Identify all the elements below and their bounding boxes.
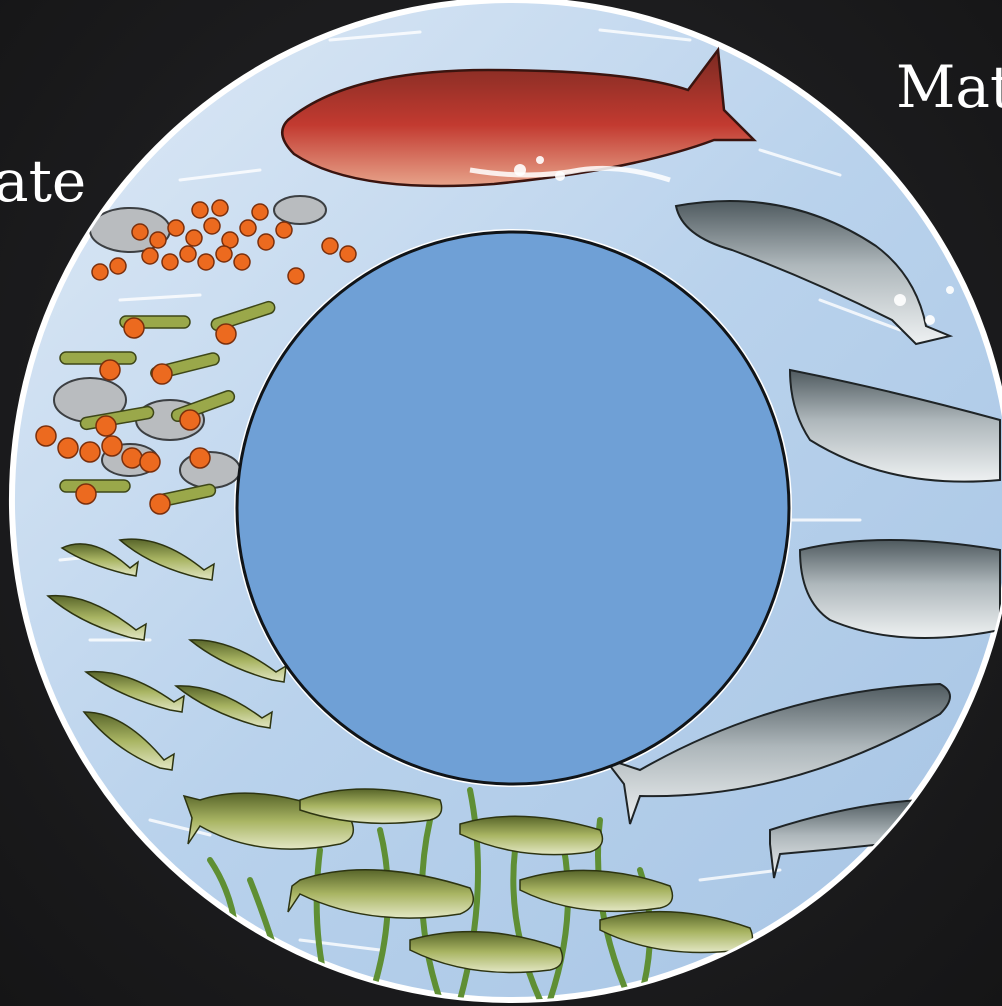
center-disc xyxy=(237,232,789,784)
